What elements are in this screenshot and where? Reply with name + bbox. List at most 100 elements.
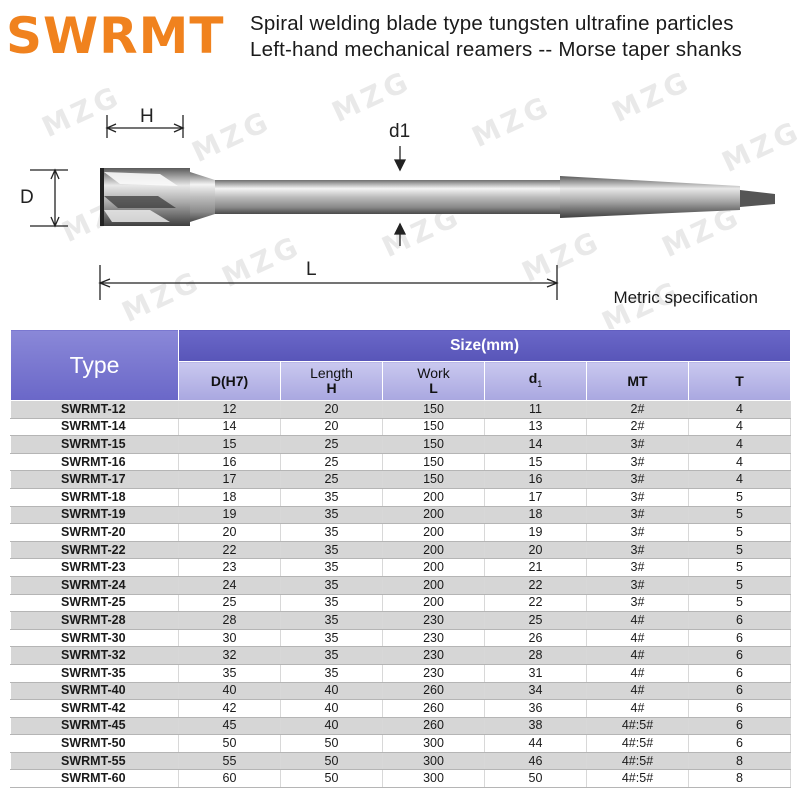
value-cell: 22 [178,540,281,560]
value-cell: 11 [484,400,587,419]
value-cell: 35 [280,663,383,683]
type-cell: SWRMT-60 [10,769,179,789]
value-cell: 300 [382,734,485,753]
value-cell: 150 [382,435,485,454]
value-cell: 28 [484,646,587,665]
value-cell: 15 [484,452,587,472]
value-cell: 5 [687,575,792,595]
value-cell: 35 [280,505,383,525]
value-cell: 24 [178,575,281,595]
value-cell: 35 [280,487,383,507]
value-cell: 260 [382,699,485,718]
value-cell: 35 [280,611,383,630]
value-cell: 4#:5# [586,716,689,736]
value-cell: 8 [687,751,792,771]
value-cell: 20 [484,540,587,560]
value-cell: 6 [687,699,792,718]
value-cell: 6 [687,663,792,683]
value-cell: 20 [280,417,383,437]
value-cell: 5 [687,487,792,507]
value-cell: 300 [382,751,485,771]
label-d1: d1 [389,121,411,142]
value-cell: 22 [484,593,587,613]
value-cell: 35 [280,575,383,595]
type-cell: SWRMT-30 [10,628,179,648]
value-cell: 21 [484,558,587,577]
value-cell: 150 [382,417,485,437]
type-cell: SWRMT-16 [10,452,179,472]
value-cell: 22 [484,575,587,595]
value-cell: 50 [280,769,383,789]
value-cell: 50 [178,734,281,753]
value-cell: 46 [484,751,587,771]
type-cell: SWRMT-23 [10,558,179,577]
type-cell: SWRMT-12 [10,400,179,419]
value-cell: 4# [586,628,689,648]
value-cell: 40 [280,716,383,736]
value-cell: 200 [382,505,485,525]
value-cell: 200 [382,523,485,542]
type-header: Type [10,329,179,401]
value-cell: 4# [586,699,689,718]
subtitle-line-1: Spiral welding blade type tungsten ultra… [250,12,734,35]
value-cell: 260 [382,716,485,736]
value-cell: 3# [586,558,689,577]
value-cell: 230 [382,646,485,665]
value-cell: 4#:5# [586,751,689,771]
value-cell: 14 [178,417,281,437]
type-cell: SWRMT-22 [10,540,179,560]
value-cell: 32 [178,646,281,665]
value-cell: 230 [382,628,485,648]
value-cell: 50 [484,769,587,789]
label-d: D [20,187,34,208]
value-cell: 6 [687,734,792,753]
value-cell: 25 [484,611,587,630]
value-cell: 25 [178,593,281,613]
value-cell: 200 [382,487,485,507]
value-cell: 3# [586,487,689,507]
value-cell: 300 [382,769,485,789]
value-cell: 6 [687,681,792,701]
value-cell: 150 [382,470,485,489]
value-cell: 6 [687,611,792,630]
value-cell: 19 [484,523,587,542]
value-cell: 5 [687,505,792,525]
value-cell: 36 [484,699,587,718]
column-header: T [687,361,792,401]
value-cell: 40 [280,681,383,701]
value-cell: 6 [687,716,792,736]
value-cell: 6 [687,628,792,648]
value-cell: 19 [178,505,281,525]
metric-specification-note: Metric specification [613,288,758,307]
value-cell: 16 [484,470,587,489]
type-cell: SWRMT-14 [10,417,179,437]
column-header: MT [586,361,689,401]
value-cell: 23 [178,558,281,577]
value-cell: 200 [382,540,485,560]
dim-h [105,115,185,138]
type-cell: SWRMT-35 [10,663,179,683]
value-cell: 35 [280,523,383,542]
value-cell: 17 [178,470,281,489]
reamer-head [100,168,190,226]
value-cell: 4 [687,417,792,437]
value-cell: 200 [382,575,485,595]
value-cell: 4#:5# [586,769,689,789]
